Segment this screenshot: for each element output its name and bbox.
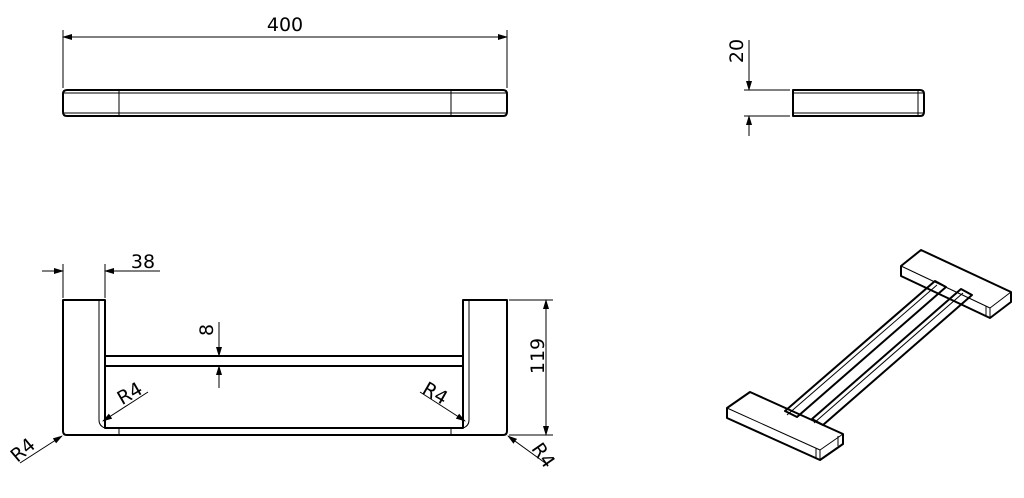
bar-height-dimension-label: 8 bbox=[196, 324, 218, 336]
top-view: 400 bbox=[62, 14, 508, 117]
end-width-dimension-label: 38 bbox=[131, 251, 155, 273]
isometric-view bbox=[726, 249, 1012, 461]
length-dimension-label: 400 bbox=[267, 14, 303, 36]
thickness-dimension-label: 20 bbox=[726, 39, 748, 63]
radius-inner-right-label: R4 bbox=[419, 378, 452, 410]
side-view: 20 bbox=[726, 39, 925, 136]
radius-outer-right-label: R4 bbox=[527, 439, 560, 472]
overall-height-dimension-label: 119 bbox=[527, 338, 549, 374]
radius-outer-left-label: R4 bbox=[6, 434, 40, 467]
radius-inner-left-label: R4 bbox=[114, 378, 147, 410]
front-view: 38 8 119 R4 R4 R4 R4 bbox=[6, 251, 559, 472]
